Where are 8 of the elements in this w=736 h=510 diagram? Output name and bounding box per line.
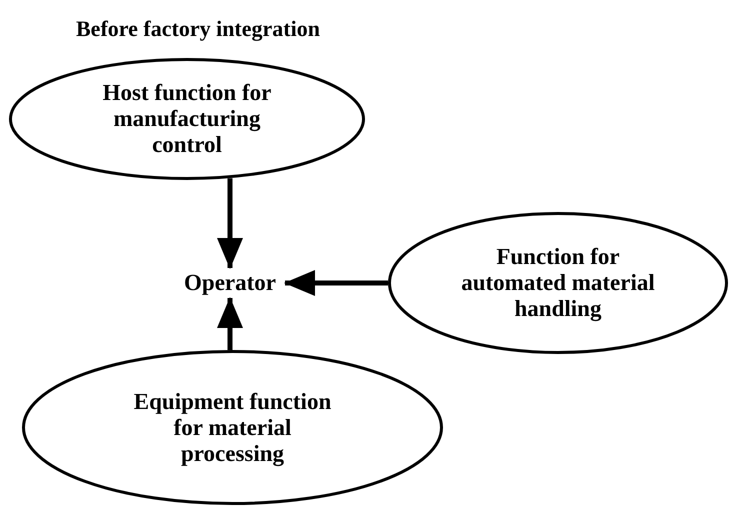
node-label: Function for automated material handling: [460, 244, 656, 322]
arrow: [217, 297, 243, 350]
node-label: Operator: [183, 270, 277, 296]
arrow: [217, 178, 243, 269]
diagram-title: Before factory integration: [76, 16, 320, 42]
arrow: [284, 270, 388, 296]
node-label: Equipment function for material processing: [132, 388, 332, 466]
node-label: Host function for manufacturing control: [102, 80, 272, 158]
